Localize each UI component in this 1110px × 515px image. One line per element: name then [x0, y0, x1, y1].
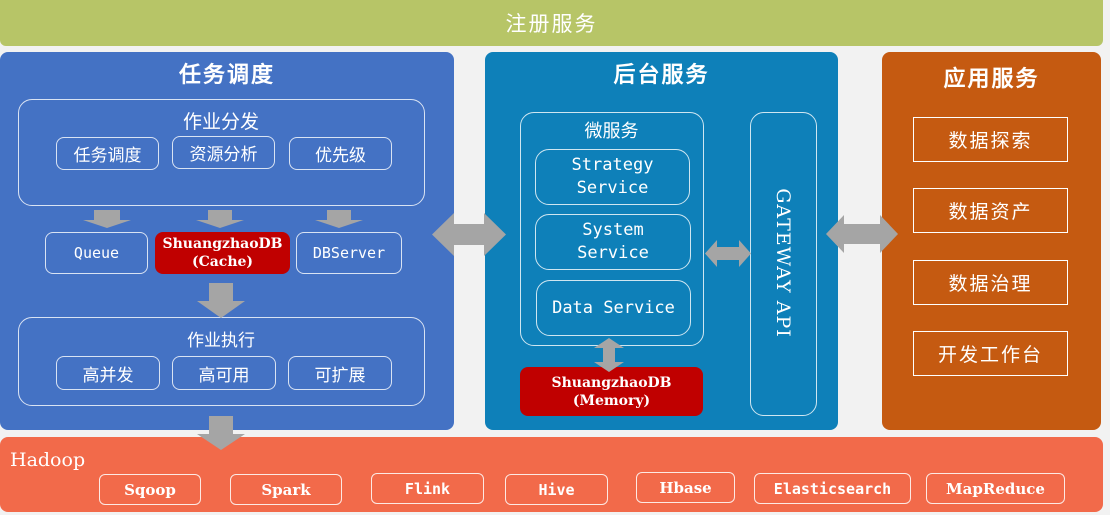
task-scheduling-title: 任务调度 — [178, 62, 275, 88]
job-dispatch-group: 作业分发 任务调度 资源分析 优先级 — [18, 99, 425, 206]
app-item-dev-workbench[interactable]: 开发工作台 — [913, 331, 1068, 376]
arrow-down-to-hadoop-icon — [197, 416, 245, 450]
bidirectional-arrow-microservices-gateway-icon — [705, 240, 751, 267]
hadoop-item-hbase[interactable]: Hbase — [636, 472, 735, 503]
hadoop-title: Hadoop — [10, 449, 86, 471]
arrow-down-to-dbserver-icon — [315, 210, 363, 228]
system-service-line1: System — [582, 220, 644, 240]
bidirectional-arrow-backend-application-icon — [826, 215, 898, 253]
microservices-title: 微服务 — [584, 121, 639, 142]
hadoop-item-flink[interactable]: Flink — [371, 473, 484, 504]
system-service-line2: Service — [577, 243, 649, 263]
dispatch-item-resource-analysis[interactable]: 资源分析 — [172, 136, 275, 169]
app-item-data-exploration[interactable]: 数据探索 — [913, 117, 1068, 162]
strategy-service-line1: Strategy — [571, 155, 654, 175]
memory-db-name: ShuangzhaoDB — [551, 374, 672, 391]
dbserver-box[interactable]: DBServer — [296, 232, 402, 274]
microservices-group: 微服务 Strategy Service System Service Data… — [520, 112, 704, 346]
app-item-data-assets[interactable]: 数据资产 — [913, 188, 1068, 233]
backend-service-panel: 后台服务 微服务 Strategy Service System Service… — [485, 52, 838, 430]
application-service-title: 应用服务 — [943, 66, 1040, 92]
hadoop-item-mapreduce[interactable]: MapReduce — [926, 473, 1065, 504]
system-service-box[interactable]: System Service — [535, 214, 691, 270]
strategy-service-box[interactable]: Strategy Service — [535, 149, 690, 205]
application-service-panel: 应用服务 数据探索 数据资产 数据治理 开发工作台 — [882, 52, 1101, 430]
gateway-api-label: GATEWAY API — [772, 188, 794, 338]
hadoop-item-spark[interactable]: Spark — [230, 474, 342, 505]
task-scheduling-panel: 任务调度 作业分发 任务调度 资源分析 优先级 Queue Shuangzhao… — [0, 52, 454, 430]
queue-box[interactable]: Queue — [45, 232, 148, 274]
backend-service-title: 后台服务 — [613, 62, 710, 88]
cache-db-type: (Cache) — [191, 254, 254, 270]
dispatch-item-task-scheduling[interactable]: 任务调度 — [56, 137, 159, 170]
arrow-down-to-queue-icon — [83, 210, 131, 228]
bidirectional-arrow-scheduling-backend-icon — [432, 213, 506, 256]
arrow-down-to-execution-icon — [197, 283, 245, 318]
execution-item-high-concurrency[interactable]: 高并发 — [56, 356, 160, 390]
hadoop-bar: Hadoop Sqoop Spark Flink Hive Hbase Elas… — [0, 437, 1103, 512]
job-execution-group: 作业执行 高并发 高可用 可扩展 — [18, 317, 425, 406]
hadoop-item-hive[interactable]: Hive — [505, 474, 608, 505]
bidirectional-arrow-microservices-memory-icon — [594, 338, 624, 372]
execution-item-scalability[interactable]: 可扩展 — [288, 356, 392, 390]
execution-item-high-availability[interactable]: 高可用 — [172, 356, 276, 390]
cache-db-name: ShuangzhaoDB — [162, 236, 283, 252]
job-execution-title: 作业执行 — [187, 330, 255, 351]
shuangzhaodb-cache-box[interactable]: ShuangzhaoDB (Cache) — [155, 232, 290, 274]
job-dispatch-title: 作业分发 — [182, 110, 259, 133]
hadoop-item-sqoop[interactable]: Sqoop — [99, 474, 201, 505]
registry-title: 注册服务 — [505, 12, 598, 36]
hadoop-item-elasticsearch[interactable]: Elasticsearch — [754, 473, 911, 504]
data-service-box[interactable]: Data Service — [536, 280, 691, 336]
registry-service-bar: 注册服务 — [0, 0, 1103, 46]
strategy-service-line2: Service — [576, 178, 649, 198]
arrow-down-to-cache-icon — [196, 210, 244, 228]
gateway-api-box[interactable]: GATEWAY API — [750, 112, 817, 416]
memory-db-type: (Memory) — [572, 392, 651, 409]
app-item-data-governance[interactable]: 数据治理 — [913, 260, 1068, 305]
shuangzhaodb-memory-box[interactable]: ShuangzhaoDB (Memory) — [520, 367, 703, 416]
dispatch-item-priority[interactable]: 优先级 — [289, 137, 392, 170]
